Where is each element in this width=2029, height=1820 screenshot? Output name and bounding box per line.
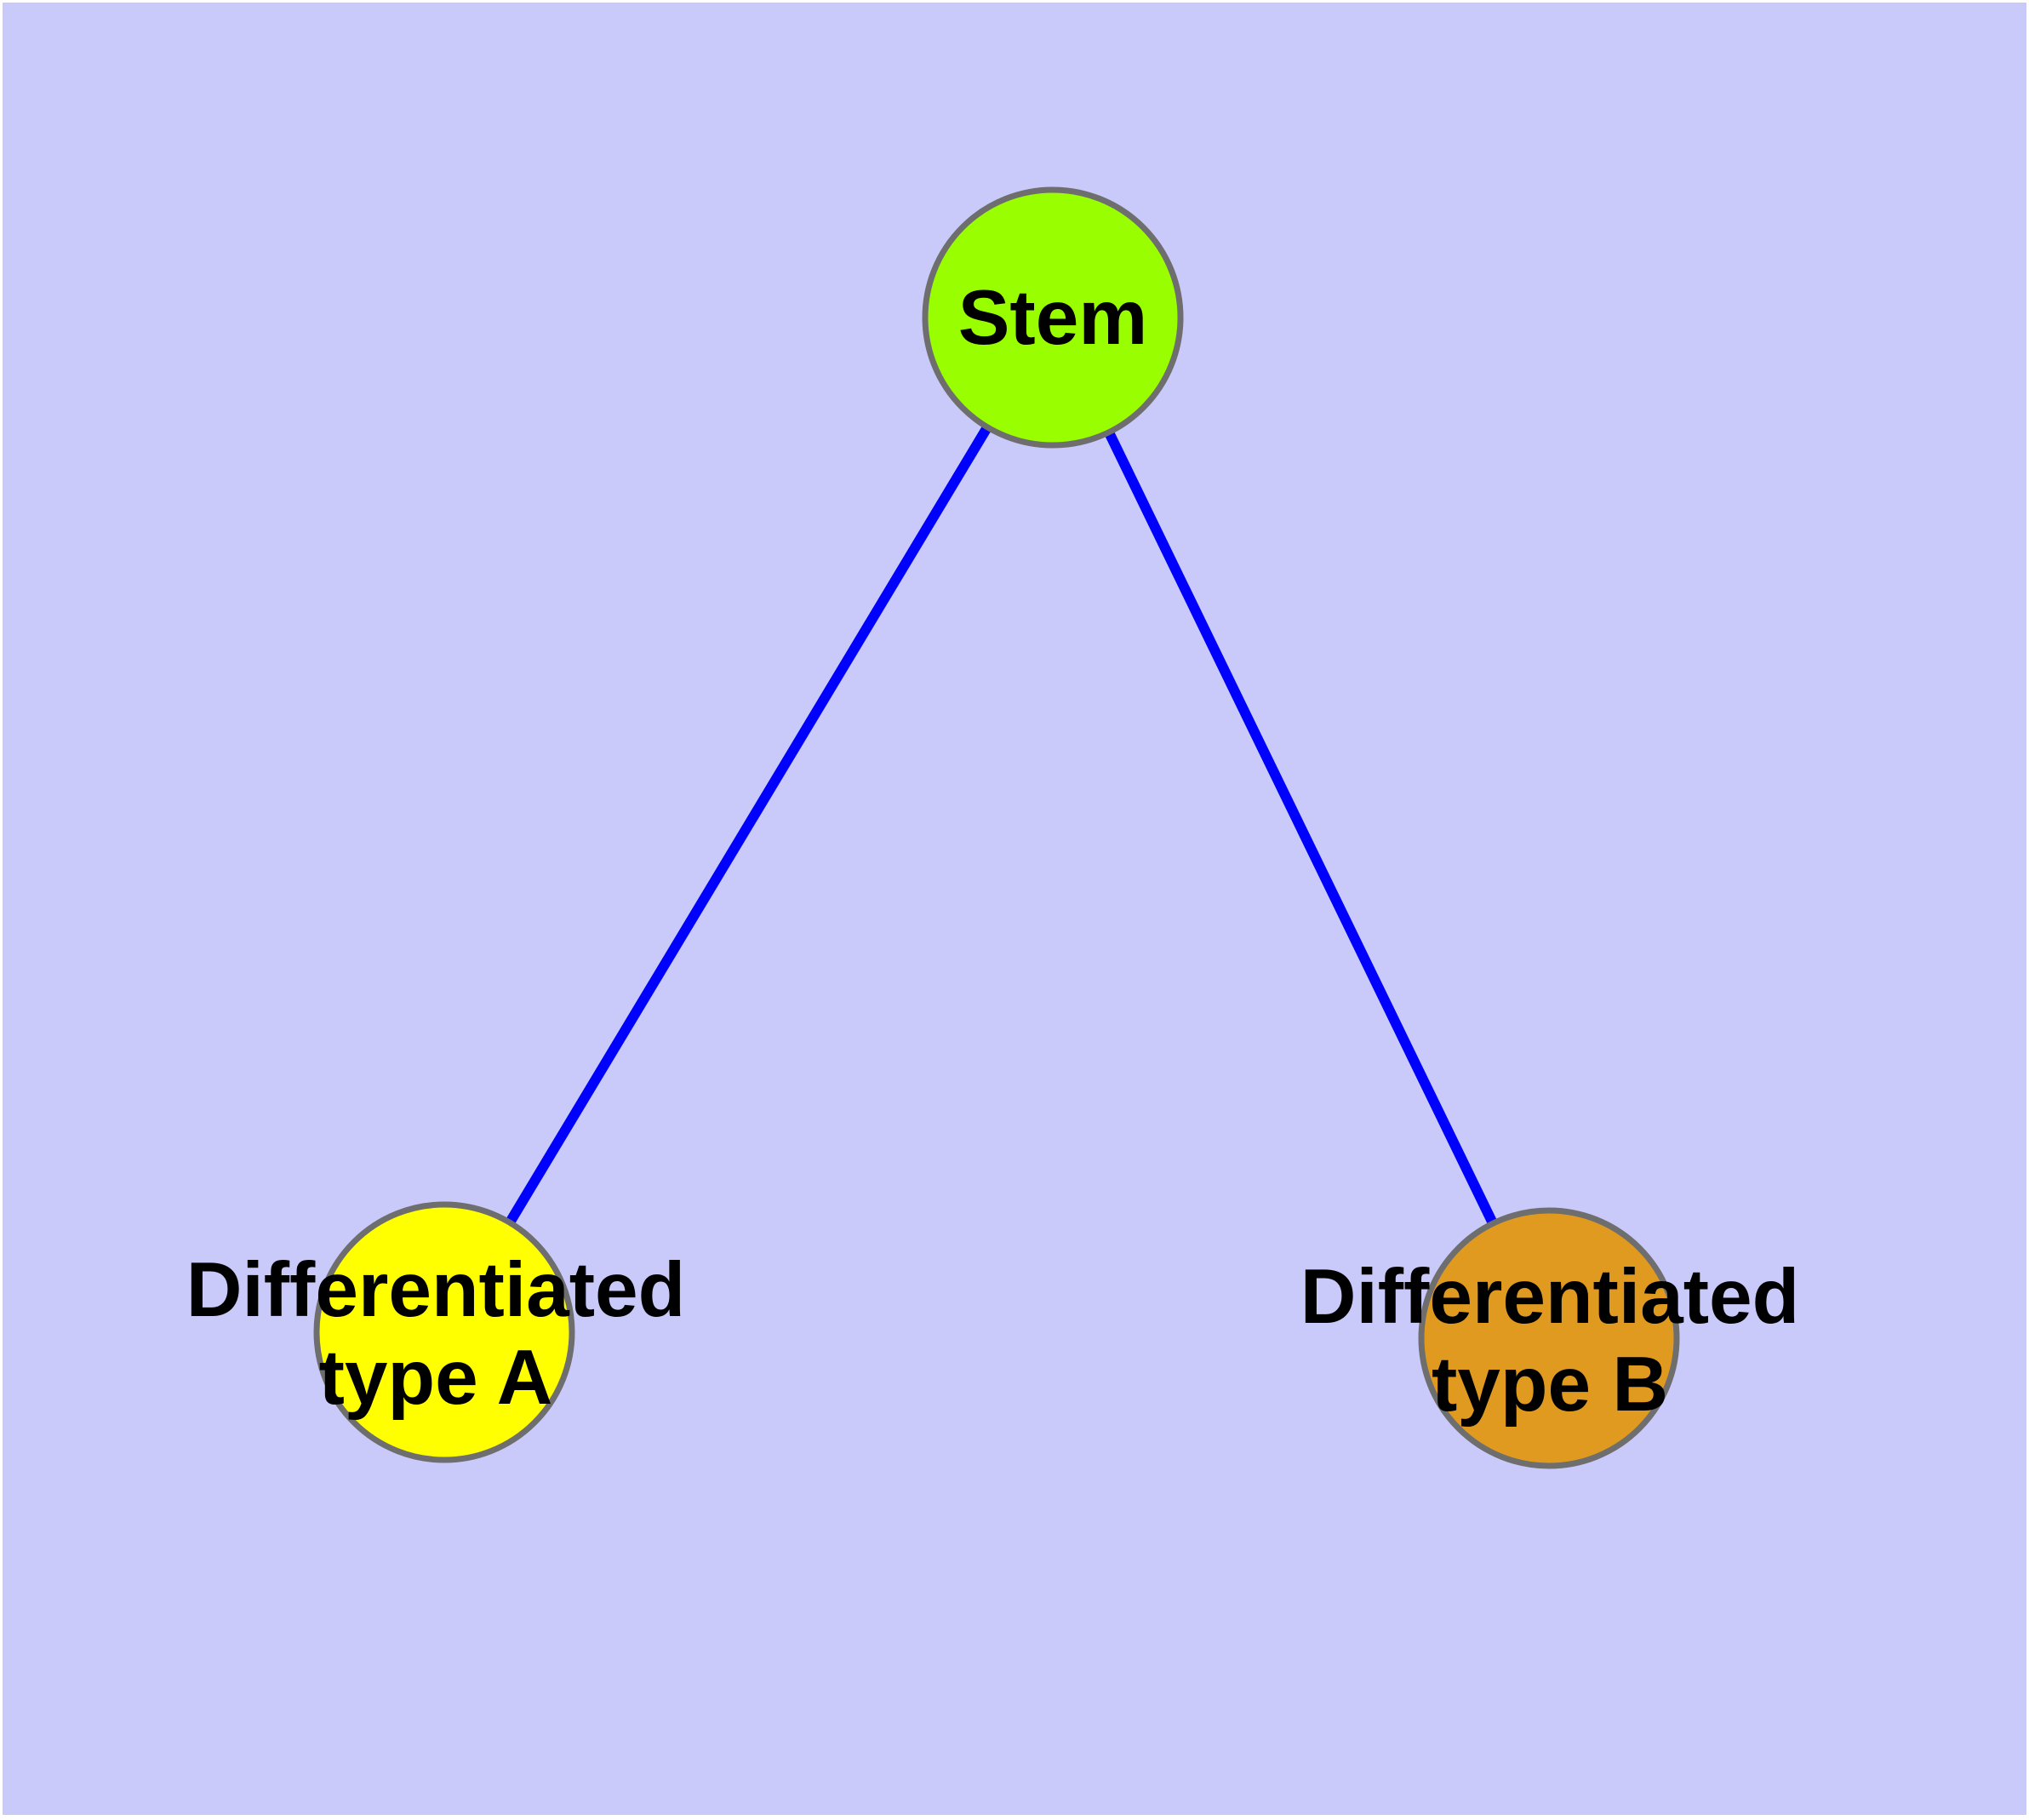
node-type-b-label-line-2: type B: [1432, 1342, 1668, 1428]
node-type-b: [1418, 1207, 1680, 1469]
node-type-a: [313, 1201, 575, 1463]
node-type-b-label-line-1: Differentiated: [1300, 1254, 1800, 1340]
node-stem: [922, 186, 1184, 449]
node-type-a-label-line-2: type A: [319, 1335, 553, 1421]
edge-stem-to-type-a: [505, 422, 992, 1228]
node-stem-label: Stem: [958, 275, 1148, 361]
edge-stem-to-type-b: [1104, 427, 1498, 1228]
node-type-a-label-line-1: Differentiated: [186, 1247, 686, 1333]
